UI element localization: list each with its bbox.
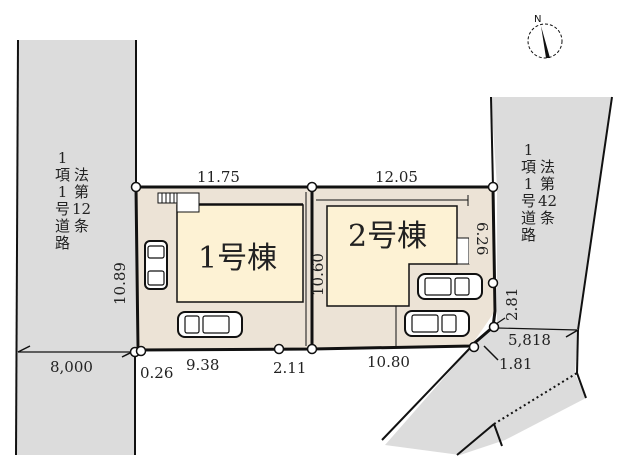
road-width-line-right — [496, 327, 579, 331]
dim-right-side: 2.81 — [503, 288, 521, 321]
dim-left-side: 10.89 — [111, 262, 129, 305]
dim-bottom-2: 2.11 — [273, 359, 306, 377]
building-2 — [326, 205, 458, 307]
dim-leader-181 — [483, 345, 499, 361]
car-icon-2 — [177, 311, 243, 338]
left-road-label-col2: 法 第 12 条 — [71, 166, 92, 235]
left-road — [16, 40, 136, 455]
notch-strip — [469, 212, 487, 264]
road-width-tick-left — [17, 345, 31, 353]
entry-porch-1 — [176, 192, 200, 213]
compass-icon: N — [527, 14, 563, 59]
road-diag-edge — [381, 346, 472, 441]
right-road-label-col2: 法 第 42 条 — [537, 158, 558, 227]
left-road-label-col1: 1 項 1 号 道 路 — [54, 149, 70, 252]
dim-leader-281 — [495, 317, 506, 325]
dim-bottom-3: 10.80 — [367, 353, 410, 371]
right-road-upper — [491, 97, 612, 330]
left-road-label: 1 項 1 号 道 路 法 第 12 条 — [54, 149, 92, 252]
road-east-edge-mid — [576, 329, 579, 374]
dim-corner-cut: 1.81 — [499, 355, 532, 373]
building-1-label: 1号棟 — [198, 241, 277, 276]
road-stub — [493, 423, 503, 447]
dim-top-right: 12.05 — [375, 168, 418, 186]
compass-north-label: N — [534, 14, 541, 25]
stairs-icon — [157, 192, 178, 204]
entry-porch-2 — [456, 237, 470, 265]
dim-bottom-1: 9.38 — [186, 356, 219, 374]
dim-right-notch: 6.26 — [473, 222, 491, 255]
car-icon-4 — [404, 310, 470, 337]
building-1 — [176, 204, 304, 303]
left-road-edge-left — [15, 39, 19, 456]
road-width-tick-right-end — [565, 329, 579, 338]
right-road-edge-right — [577, 96, 613, 331]
road-east-edge-lower — [576, 372, 587, 399]
boundary-markers — [129, 181, 500, 358]
right-road-label-col1: 1 項 1 号 道 路 — [520, 141, 536, 244]
right-road-label: 1 項 1 号 道 路 法 第 42 条 — [520, 141, 558, 244]
dim-road-width-right: 5,818 — [508, 331, 551, 349]
right-road-edge-left — [490, 96, 494, 188]
building-2-label: 2号棟 — [348, 219, 427, 254]
dim-corner-offset: 0.26 — [140, 364, 173, 382]
dim-road-width-left: 8,000 — [50, 358, 93, 376]
right-road-lower — [385, 327, 586, 455]
road-dotted-boundary — [493, 372, 578, 425]
lot-boundary-2 — [311, 185, 497, 351]
car-icon-1 — [144, 240, 168, 290]
dim-top-left: 11.75 — [197, 168, 240, 186]
road-diag-edge-lower — [456, 423, 495, 456]
car-icon-3 — [417, 273, 483, 300]
dim-mid-divider: 10.60 — [309, 253, 327, 296]
